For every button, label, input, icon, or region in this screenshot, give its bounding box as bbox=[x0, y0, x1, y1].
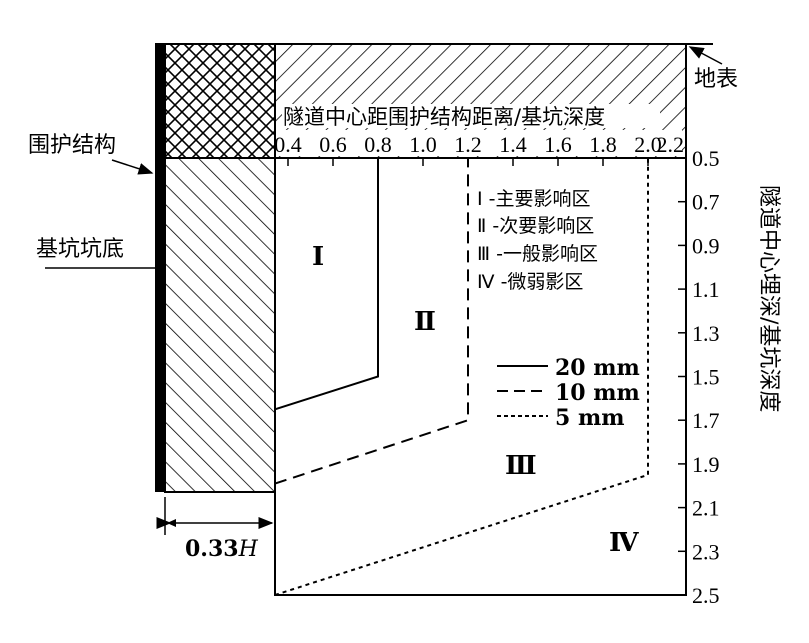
y-tick-label: 1.7 bbox=[692, 408, 720, 433]
ground-surface-arrow bbox=[688, 46, 723, 65]
soil-beside-wall-hatch bbox=[164, 157, 276, 493]
y-axis-title: 隧道中心埋深/基坑深度 bbox=[756, 185, 781, 412]
contour-20mm bbox=[274, 158, 379, 411]
x-tick-label: 2.0 bbox=[634, 132, 662, 157]
legend-label: 10 mm bbox=[555, 380, 640, 406]
zone-IV-label: Ⅳ bbox=[609, 528, 639, 558]
pit-bottom-label: 基坑坑底 bbox=[36, 237, 124, 262]
zone-III-label: Ⅲ bbox=[505, 451, 537, 481]
zone-II-label: Ⅱ bbox=[414, 307, 436, 337]
width-dimension-label: 0.33H bbox=[185, 536, 259, 562]
zone-legend-item: Ⅱ -次要影响区 bbox=[477, 215, 594, 237]
zone-I-label: Ⅰ bbox=[312, 242, 324, 272]
zone-legend-item: Ⅳ -微弱影区 bbox=[477, 271, 583, 293]
legend-label: 5 mm bbox=[555, 405, 625, 431]
legend-label: 20 mm bbox=[555, 355, 640, 381]
line-legend: 20 mm 10 mm 5 mm bbox=[497, 355, 640, 431]
zone-legend-item: Ⅰ -主要影响区 bbox=[477, 188, 591, 210]
x-tick-label: 1.8 bbox=[589, 132, 617, 157]
zone-legend: Ⅰ -主要影响区 Ⅱ -次要影响区 Ⅲ -一般影响区 Ⅳ -微弱影区 bbox=[477, 188, 598, 293]
contour-lines bbox=[274, 158, 649, 596]
x-axis-title: 隧道中心距围护结构距离/基坑深度 bbox=[283, 105, 605, 129]
y-tick-label: 2.1 bbox=[692, 496, 720, 521]
x-tick-label: 2.2 bbox=[657, 132, 685, 157]
x-tick-label: 0.8 bbox=[364, 132, 392, 157]
contour-5mm bbox=[274, 158, 649, 596]
wall-label: 围护结构 bbox=[28, 133, 116, 158]
y-tick-label: 1.5 bbox=[692, 365, 720, 390]
contour-10mm bbox=[274, 158, 469, 485]
y-tick-labels: 0.5 0.7 0.9 1.1 1.3 1.5 1.7 1.9 2.1 2.3 2.5 bbox=[692, 146, 720, 608]
y-tick-label: 2.3 bbox=[692, 539, 720, 564]
ground-surface-label: 地表 bbox=[694, 67, 738, 92]
x-tick-labels: 0.4 0.6 0.8 1.0 1.2 1.4 1.6 1.8 2.02.2 bbox=[274, 132, 684, 157]
soil-above-pit-crosshatch bbox=[164, 43, 276, 159]
x-tick-label: 1.6 bbox=[544, 132, 572, 157]
y-tick-label: 1.1 bbox=[692, 277, 720, 302]
y-tick-label: 0.7 bbox=[692, 190, 720, 215]
wall-arrow bbox=[111, 159, 154, 175]
x-tick-label: 1.4 bbox=[499, 132, 527, 157]
y-tick-label: 2.5 bbox=[692, 583, 720, 608]
x-tick-label: 0.4 bbox=[274, 132, 302, 157]
y-tick-label: 1.3 bbox=[692, 321, 720, 346]
zone-legend-item: Ⅲ -一般影响区 bbox=[477, 243, 598, 265]
y-tick-label: 1.9 bbox=[692, 452, 720, 477]
y-tick-label: 0.9 bbox=[692, 233, 720, 258]
y-tick-label: 0.5 bbox=[692, 146, 720, 171]
retaining-wall bbox=[155, 44, 165, 492]
plot-area bbox=[274, 157, 687, 596]
x-tick-label: 0.6 bbox=[319, 132, 347, 157]
x-tick-label: 1.2 bbox=[454, 132, 482, 157]
x-tick-label: 1.0 bbox=[409, 132, 437, 157]
